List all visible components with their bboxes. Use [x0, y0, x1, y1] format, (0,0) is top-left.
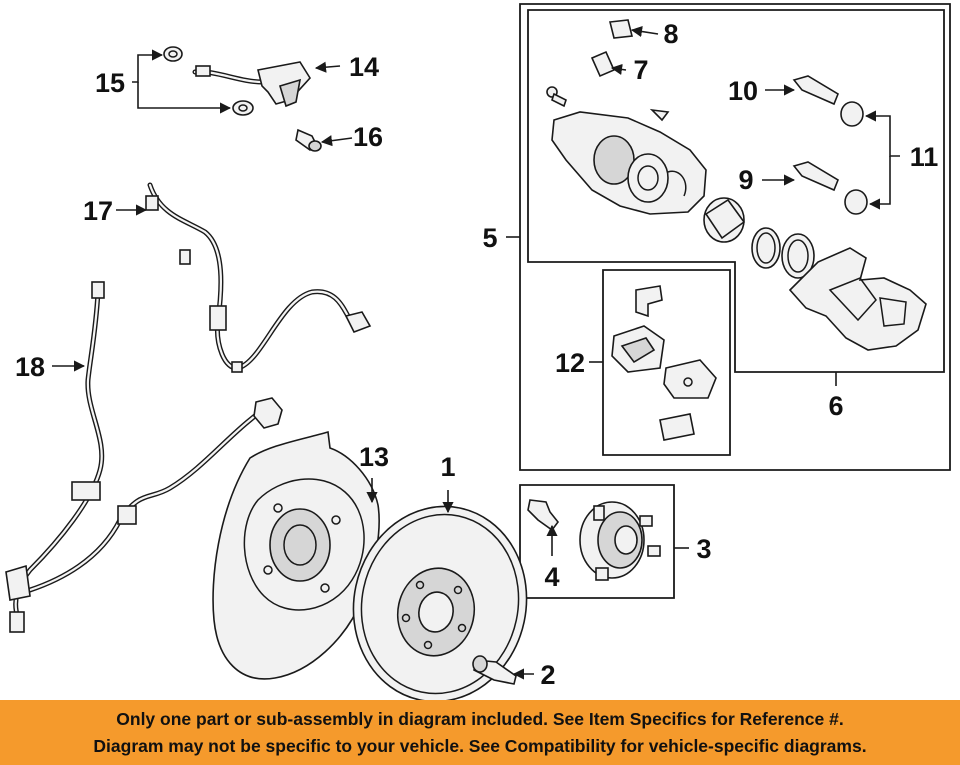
- callout-9: 9: [738, 165, 753, 195]
- disclaimer-banner: Only one part or sub-assembly in diagram…: [0, 700, 960, 765]
- callout-17: 17: [83, 196, 113, 226]
- caliper-piston: [703, 197, 746, 243]
- part-12-pad-kit: [611, 285, 717, 441]
- callout-15: 15: [95, 68, 125, 98]
- part-8-dust-cap: [609, 19, 633, 39]
- callout-2: 2: [540, 660, 555, 690]
- callout-11: 11: [910, 142, 939, 172]
- piston-seals: [751, 227, 815, 279]
- part-3-hub-bearing: [579, 501, 661, 581]
- callout-10: 10: [728, 76, 758, 106]
- leader-lines: [52, 25, 900, 680]
- part-11-boots: [840, 101, 868, 215]
- callout-18: 18: [15, 352, 45, 382]
- callout-14: 14: [349, 52, 379, 82]
- callout-13: 13: [359, 442, 389, 472]
- callout-3: 3: [696, 534, 711, 564]
- callout-8: 8: [663, 19, 678, 49]
- callout-4: 4: [544, 562, 559, 592]
- part-7-bleeder: [590, 50, 616, 78]
- caliper-housing: [551, 108, 707, 215]
- callout-12: 12: [555, 348, 585, 378]
- disclaimer-line-2: Diagram may not be specific to your vehi…: [93, 736, 867, 756]
- callout-1: 1: [440, 452, 455, 482]
- disclaimer-line-1: Only one part or sub-assembly in diagram…: [116, 709, 844, 729]
- part-6-caliper-bracket: [788, 247, 927, 351]
- callout-7: 7: [633, 55, 648, 85]
- part-13-dust-shield: [212, 430, 380, 680]
- part-1-brake-rotor: [352, 505, 528, 700]
- part-18-abs-harness: [5, 281, 283, 633]
- part-2-rotor-screw: [472, 655, 517, 685]
- part-15-washers: [163, 46, 254, 116]
- caliper-group-box-5: [519, 3, 951, 471]
- part-4-wheel-stud: [527, 499, 560, 532]
- caliper-bolt-small: [546, 86, 567, 108]
- callout-5: 5: [482, 223, 497, 253]
- part-10-guide-pin: [792, 75, 839, 106]
- callout-6: 6: [828, 391, 843, 421]
- pad-kit-box-12: [602, 269, 731, 456]
- callout-16: 16: [353, 122, 383, 152]
- part-14-sensor-bracket: [192, 61, 311, 108]
- part-16-bolt: [295, 128, 322, 152]
- part-17-abs-sensor-harness: [145, 182, 372, 373]
- caliper-assembly-box-6: [527, 9, 945, 373]
- part-9-guide-pin: [792, 161, 839, 192]
- exploded-parts-diagram: 1 2 3 4 5 6 7 8 9 10 11 12 13 14 15 16 1…: [5, 3, 951, 700]
